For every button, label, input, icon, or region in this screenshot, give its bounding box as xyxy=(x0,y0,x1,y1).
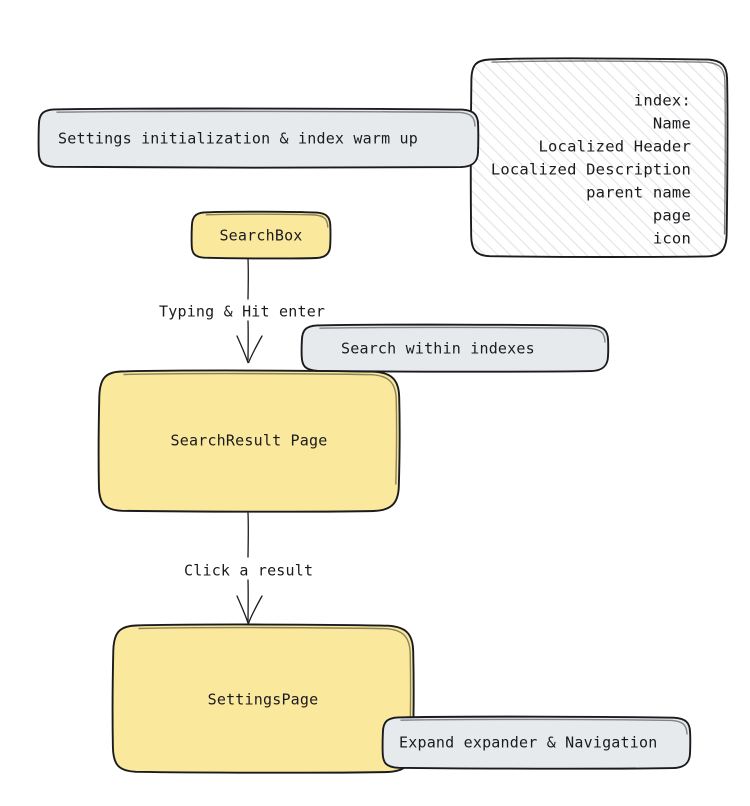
note-settings-initialization-label: Settings initialization & index warm up xyxy=(58,130,418,148)
edge-click-a-result-label: Click a result xyxy=(184,562,313,580)
node-settingspage-label: SettingsPage xyxy=(208,691,319,709)
node-searchbox[interactable]: SearchBox xyxy=(190,210,332,260)
node-settingspage[interactable]: SettingsPage xyxy=(111,623,415,774)
index-field-name: Name xyxy=(653,115,691,133)
note-expand-expander-navigation-label: Expand expander & Navigation xyxy=(399,734,657,752)
index-field-page: page xyxy=(653,207,691,225)
index-field-icon: icon xyxy=(653,230,691,248)
node-searchresult-page[interactable]: SearchResult Page xyxy=(97,369,401,513)
index-field-localized-description: Localized Description xyxy=(491,161,691,179)
node-searchresult-page-label: SearchResult Page xyxy=(171,432,328,450)
node-searchbox-label: SearchBox xyxy=(219,227,302,245)
note-expand-expander-navigation: Expand expander & Navigation xyxy=(381,715,692,770)
index-card: index: Name Localized Header Localized D… xyxy=(469,57,729,258)
note-search-within-indexes: Search within indexes xyxy=(300,323,610,373)
edge-typing-hit-enter: Typing & Hit enter xyxy=(159,258,325,364)
index-field-localized-header: Localized Header xyxy=(538,138,691,156)
index-field-parent-name: parent name xyxy=(586,184,691,202)
note-search-within-indexes-label: Search within indexes xyxy=(341,340,535,358)
note-settings-initialization: Settings initialization & index warm up xyxy=(37,107,480,169)
index-heading: index: xyxy=(634,92,691,110)
edge-click-a-result: Click a result xyxy=(184,512,313,624)
edge-typing-hit-enter-label: Typing & Hit enter xyxy=(159,303,325,321)
